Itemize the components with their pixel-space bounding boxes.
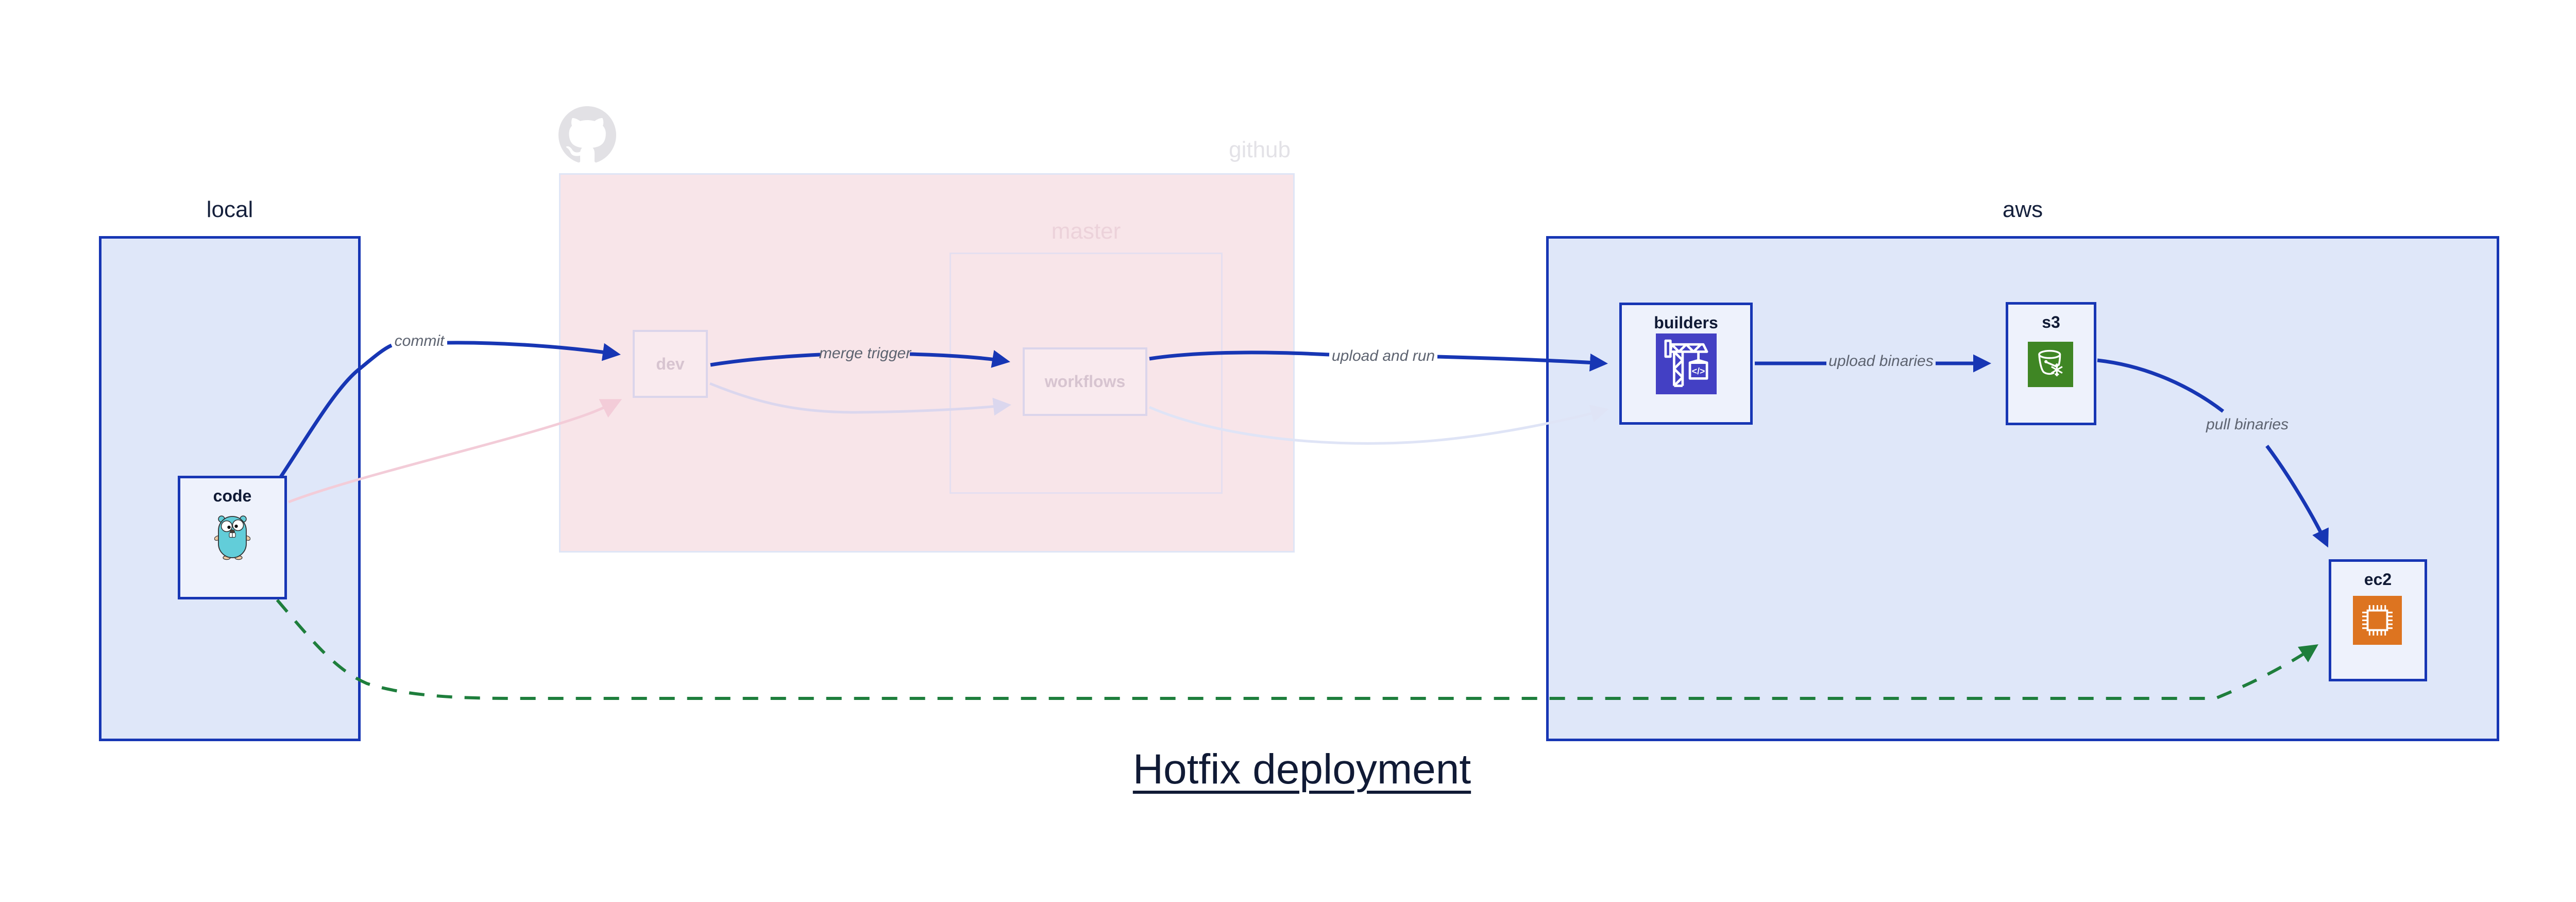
- ec2-node-label: ec2: [2364, 570, 2392, 589]
- s3-node-label: s3: [2042, 313, 2060, 331]
- edge-merge-trigger: [710, 350, 1010, 368]
- edge-commit: [279, 341, 621, 478]
- s3-node: s3: [2006, 302, 2096, 425]
- edge-faded-workflows-to-builders: [1149, 405, 1609, 445]
- builders-node-label: builders: [1654, 313, 1718, 332]
- edge-label-commit: commit: [394, 332, 445, 349]
- edge-label-pull-binaries: pull binaries: [2206, 416, 2289, 433]
- edge-faded-dev-to-workflows: [709, 382, 1011, 416]
- workflows-node-label: workflows: [1044, 372, 1126, 391]
- ec2-chip-icon: [2353, 596, 2402, 645]
- master-group-label: master: [1051, 219, 1121, 244]
- edge-label-upload-and-run: upload and run: [1331, 347, 1435, 364]
- edge-label-merge-trigger: merge trigger: [819, 345, 911, 362]
- workflows-node: workflows: [1023, 347, 1147, 416]
- edge-upload-and-run: [1149, 350, 1608, 372]
- edge-hotfix-code-to-ec2: [276, 599, 2318, 700]
- edge-label-upload-binaries: upload binaries: [1828, 353, 1934, 370]
- local-group-label: local: [206, 197, 253, 222]
- svg-text:</>: </>: [1692, 366, 1705, 376]
- edge-faded-code-to-dev: [288, 399, 622, 504]
- aws-group-label: aws: [2002, 197, 2043, 222]
- github-group-label: github: [1229, 137, 1291, 162]
- go-gopher-icon: [214, 515, 250, 560]
- diagram-title: Hotfix deployment: [1132, 746, 1471, 793]
- dev-node-label: dev: [656, 354, 685, 373]
- s3-bucket-icon: [2028, 342, 2073, 387]
- github-octocat-icon: [558, 106, 616, 163]
- dev-node: dev: [633, 330, 708, 398]
- code-node-label: code: [213, 487, 252, 505]
- edge-pull-binaries: [2097, 358, 2329, 548]
- ec2-node: ec2: [2329, 559, 2427, 681]
- codebuild-crane-icon: </>: [1656, 333, 1717, 394]
- master-group: [950, 253, 1223, 494]
